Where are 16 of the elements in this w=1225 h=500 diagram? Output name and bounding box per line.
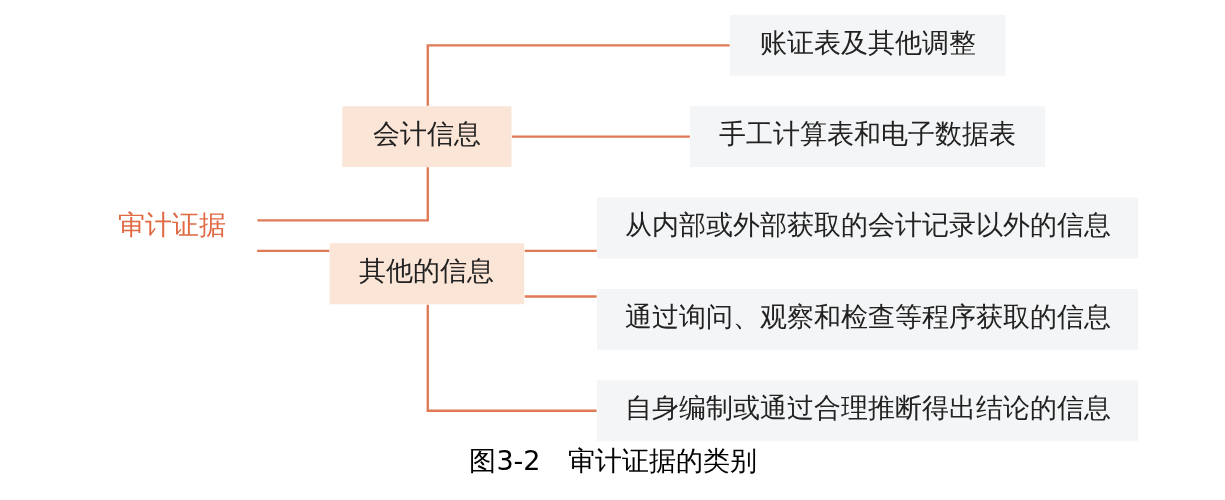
- node-box: 从内部或外部获取的会计记录以外的信息: [596, 197, 1138, 259]
- connector: [426, 304, 597, 412]
- node-box: 会计信息: [341, 106, 511, 168]
- connector: [256, 249, 329, 253]
- node-text: 审计证据: [117, 209, 226, 241]
- connector: [524, 249, 597, 253]
- connector: [511, 135, 690, 138]
- connector: [256, 167, 429, 222]
- node-box: 账证表及其他调整: [729, 14, 1005, 76]
- connector: [426, 44, 730, 106]
- node-box: 自身编制或通过合理推断得出结论的信息: [596, 380, 1138, 442]
- connector: [524, 295, 597, 298]
- node-box: 手工计算表和电子数据表: [689, 106, 1045, 168]
- node-box: 其他的信息: [329, 243, 524, 305]
- caption: 图3-2 审计证据的类别: [468, 444, 757, 476]
- node-box: 通过询问、观察和检查等程序获取的信息: [596, 288, 1138, 350]
